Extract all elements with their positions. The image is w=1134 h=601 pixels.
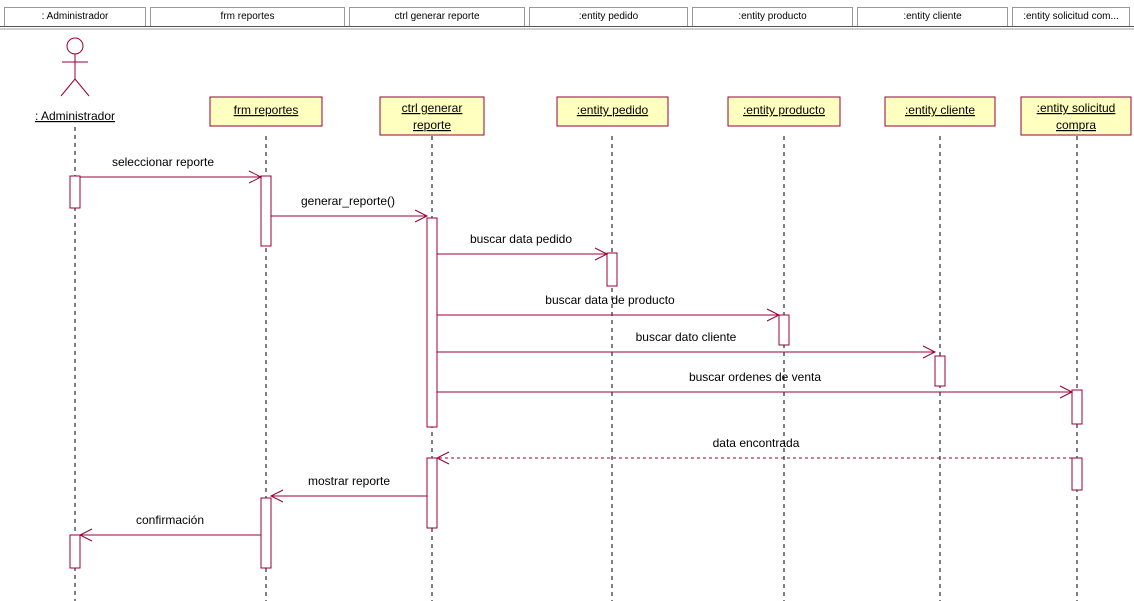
message-label: data encontrada bbox=[713, 436, 800, 450]
message-1[interactable]: generar_reporte() bbox=[271, 194, 429, 223]
object-label: :entity pedido bbox=[577, 103, 649, 117]
arrow-head-icon bbox=[269, 489, 284, 503]
message-8[interactable]: confirmación bbox=[78, 513, 261, 542]
object-box-2[interactable]: ctrl generar reporte bbox=[379, 96, 485, 136]
message-5[interactable]: buscar ordenes de venta bbox=[437, 370, 1074, 399]
header-divider bbox=[0, 26, 1134, 27]
message-6[interactable]: data encontrada bbox=[435, 436, 1072, 465]
object-boxes: frm reportes ctrl generar reporte :entity p… bbox=[209, 96, 1132, 136]
arrow-head-icon bbox=[922, 345, 937, 359]
arrow-head-icon bbox=[1059, 385, 1074, 399]
sequence-diagram: : Administrador frm reportes ctrl generar… bbox=[35, 37, 1132, 601]
header-cell-1[interactable]: frm reportes bbox=[150, 7, 345, 26]
arrow-head-icon bbox=[594, 247, 609, 261]
activation-bar-5 bbox=[934, 355, 946, 387]
header-cell-2[interactable]: ctrl generar reporte bbox=[349, 7, 525, 26]
activation-bar-4 bbox=[778, 314, 790, 346]
message-3[interactable]: buscar data de producto bbox=[437, 293, 781, 322]
messages: seleccionar reporte generar_reporte()busc… bbox=[78, 155, 1074, 542]
message-label: buscar data de producto bbox=[545, 293, 675, 307]
object-label-line2: compra bbox=[1056, 118, 1096, 132]
header-cell-3[interactable]: :entity pedido bbox=[529, 7, 688, 26]
object-label-line2: reporte bbox=[413, 118, 451, 132]
activation-bar-1 bbox=[260, 175, 272, 247]
actor-leg-right bbox=[74, 78, 90, 97]
activation-bar-2 bbox=[426, 217, 438, 428]
message-0[interactable]: seleccionar reporte bbox=[80, 155, 263, 184]
message-label: buscar ordenes de venta bbox=[689, 370, 821, 384]
activation-bar-6 bbox=[1071, 389, 1083, 425]
message-label: buscar dato cliente bbox=[636, 330, 737, 344]
message-label: seleccionar reporte bbox=[112, 155, 214, 169]
message-label: confirmación bbox=[136, 513, 204, 527]
message-label: generar_reporte() bbox=[301, 194, 395, 208]
header-cell-5[interactable]: :entity cliente bbox=[857, 7, 1008, 26]
message-2[interactable]: buscar data pedido bbox=[437, 232, 609, 261]
object-box-frame bbox=[1020, 96, 1132, 136]
object-box-frame bbox=[209, 96, 323, 127]
activation-bar-9 bbox=[260, 497, 272, 569]
message-label: buscar data pedido bbox=[470, 232, 572, 246]
actor-figure: : Administrador bbox=[35, 37, 115, 123]
arrow-head-icon bbox=[248, 170, 263, 184]
object-box-frame bbox=[556, 96, 669, 127]
header-cell-0[interactable]: : Administrador bbox=[4, 7, 146, 26]
message-label: mostrar reporte bbox=[308, 474, 390, 488]
message-4[interactable]: buscar dato cliente bbox=[437, 330, 937, 359]
object-label: frm reportes bbox=[234, 103, 299, 117]
activation-bar-7 bbox=[426, 457, 438, 529]
header-divider-shadow bbox=[0, 28, 1134, 30]
object-box-frame bbox=[884, 96, 996, 127]
activation-bars bbox=[69, 175, 1083, 569]
activation-bar-8 bbox=[1071, 457, 1083, 491]
activation-bar-0 bbox=[69, 175, 81, 209]
object-box-frame bbox=[727, 96, 841, 127]
arrow-head-icon bbox=[435, 451, 450, 465]
header-cell-4[interactable]: :entity producto bbox=[692, 7, 853, 26]
message-7[interactable]: mostrar reporte bbox=[269, 474, 427, 503]
object-box-5[interactable]: :entity cliente bbox=[884, 96, 996, 127]
object-box-frame bbox=[379, 96, 485, 136]
object-label: :entity cliente bbox=[905, 103, 975, 117]
header-cell-6[interactable]: :entity solicitud com... bbox=[1012, 7, 1130, 26]
object-box-1[interactable]: frm reportes bbox=[209, 96, 323, 127]
activation-bar-3 bbox=[606, 252, 618, 287]
arrow-head-icon bbox=[78, 528, 93, 542]
object-label: ctrl generar bbox=[402, 101, 463, 115]
actor-head bbox=[66, 37, 84, 55]
object-label: :entity solicitud bbox=[1037, 101, 1116, 115]
object-box-6[interactable]: :entity solicitud compra bbox=[1020, 96, 1132, 136]
activation-bar-10 bbox=[69, 534, 81, 569]
arrow-head-icon bbox=[766, 308, 781, 322]
actor-label: : Administrador bbox=[35, 109, 115, 123]
object-label: :entity producto bbox=[743, 103, 825, 117]
actor-leg-left bbox=[60, 78, 76, 97]
object-box-3[interactable]: :entity pedido bbox=[556, 96, 669, 127]
lifelines bbox=[74, 127, 1078, 601]
arrow-head-icon bbox=[414, 209, 429, 223]
object-box-4[interactable]: :entity producto bbox=[727, 96, 841, 127]
